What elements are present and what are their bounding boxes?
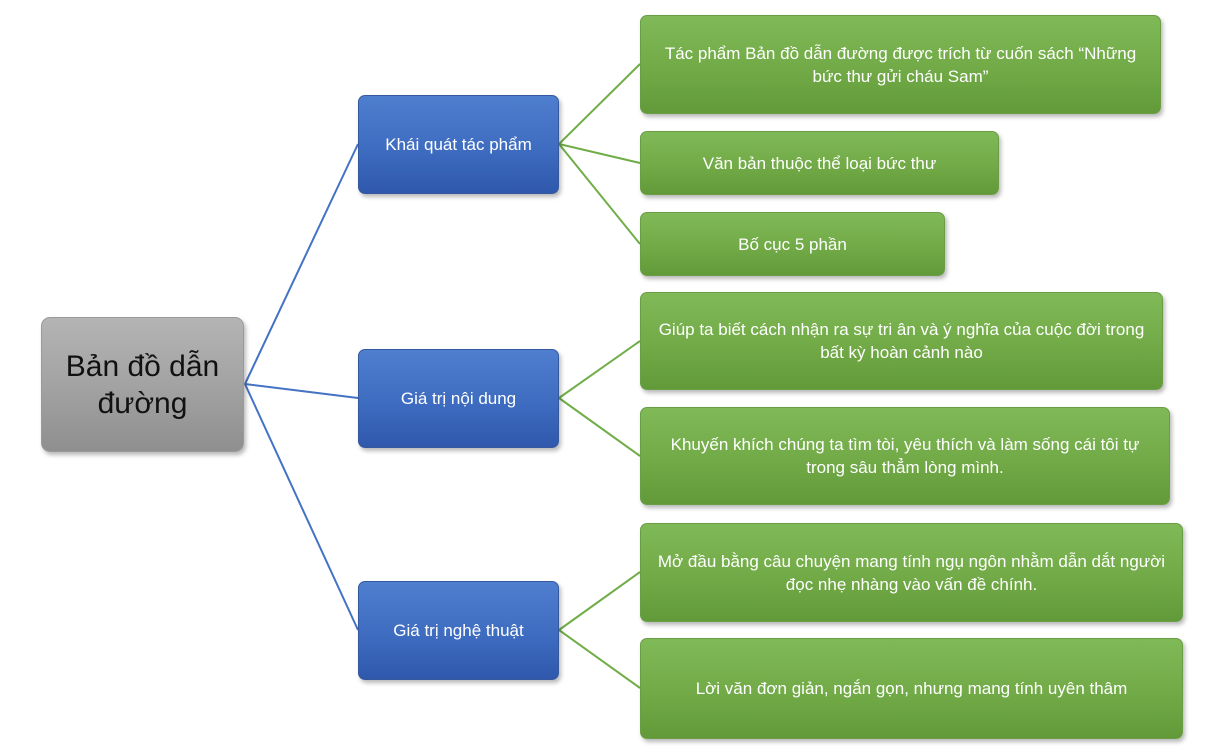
root-node: Bản đồ dẫn đường: [41, 317, 244, 452]
branch-node-art-value: Giá trị nghệ thuật: [358, 581, 559, 680]
leaf-label: Khuyến khích chúng ta tìm tòi, yêu thích…: [670, 435, 1140, 477]
branch-node-overview: Khái quát tác phẩm: [358, 95, 559, 194]
connector-root-to-branch-2: [244, 383, 359, 399]
leaf-node: Bố cục 5 phần: [640, 212, 945, 276]
leaf-label: Bố cục 5 phần: [738, 234, 847, 254]
connector-branch-3-to-leaf-2: [558, 629, 641, 689]
leaf-label: Tác phẩm Bản đồ dẫn đường được trích từ …: [664, 43, 1137, 86]
leaf-label: Mở đầu bằng câu chuyện mang tính ngụ ngô…: [657, 551, 1166, 594]
branch-node-content-value: Giá trị nội dung: [358, 349, 559, 448]
leaf-node: Văn bản thuộc thể loại bức thư: [640, 131, 999, 195]
connector-branch-3-to-leaf-1: [558, 571, 641, 631]
connector-branch-2-to-leaf-2: [558, 397, 641, 457]
connector-branch-1-to-leaf-3: [558, 143, 641, 245]
root-label: Bản đồ dẫn đường: [65, 349, 220, 420]
connector-root-to-branch-3: [244, 383, 359, 631]
leaf-label: Văn bản thuộc thể loại bức thư: [702, 153, 937, 173]
branch-label: Khái quát tác phẩm: [385, 134, 532, 154]
connector-root-to-branch-1: [244, 143, 359, 385]
connector-branch-1-to-leaf-1: [558, 63, 641, 145]
leaf-label: Lời văn đơn giản, ngắn gọn, nhưng mang t…: [695, 679, 1128, 698]
leaf-node: Mở đầu bằng câu chuyện mang tính ngụ ngô…: [640, 523, 1183, 622]
leaf-node: Khuyến khích chúng ta tìm tòi, yêu thích…: [640, 407, 1170, 505]
connector-branch-2-to-leaf-1: [558, 340, 641, 399]
branch-label: Giá trị nội dung: [400, 388, 517, 408]
leaf-label: Giúp ta biết cách nhận ra sự tri ân và ý…: [658, 320, 1145, 362]
branch-label: Giá trị nghệ thuật: [393, 620, 524, 640]
leaf-node: Lời văn đơn giản, ngắn gọn, nhưng mang t…: [640, 638, 1183, 739]
leaf-node: Tác phẩm Bản đồ dẫn đường được trích từ …: [640, 15, 1161, 114]
leaf-node: Giúp ta biết cách nhận ra sự tri ân và ý…: [640, 292, 1163, 390]
connector-branch-1-to-leaf-2: [558, 143, 641, 164]
